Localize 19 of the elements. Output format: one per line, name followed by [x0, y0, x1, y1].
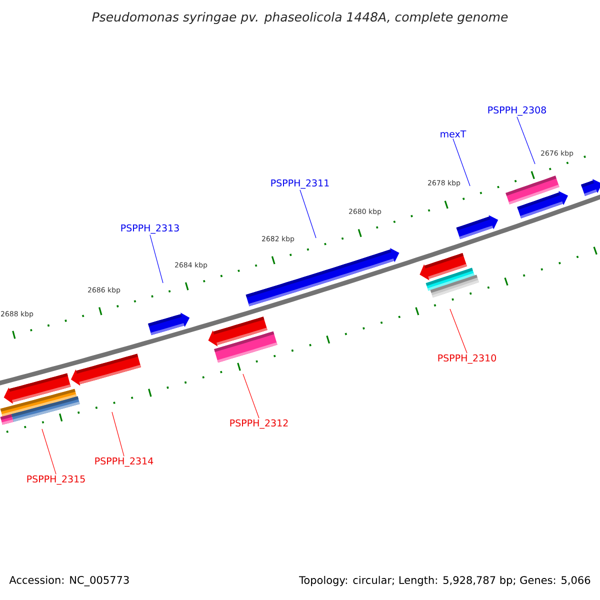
- footer-text: Topology: circular; Length: 5,928,787 bp; Genes: 5,066: [299, 576, 590, 586]
- leader-line: [150, 234, 164, 284]
- gene-label: PSPPH_2313: [121, 224, 179, 234]
- gene-label: PSPPH_2311: [271, 179, 329, 189]
- leader-line: [516, 116, 536, 164]
- gene-label: mexT: [440, 130, 466, 138]
- gene-label: PSPPH_2315: [27, 475, 85, 485]
- leader-line: [300, 190, 316, 238]
- leader-line: [112, 412, 124, 456]
- gene-label: PSPPH_2314: [95, 457, 154, 467]
- gene-label: PSPPH_2312: [230, 419, 288, 429]
- leader-line: [42, 428, 56, 474]
- footer-text: Accession: NC_005773: [9, 576, 129, 586]
- gene-label: PSPPH_2310: [438, 354, 496, 364]
- leader-line: [452, 138, 470, 186]
- leader-line: [242, 374, 260, 418]
- gene-label: PSPPH_2308: [488, 106, 546, 116]
- title: Pseudomonas syringae pv. phaseolicola 1448A, complete genome: [92, 12, 508, 24]
- leader-line: [450, 308, 468, 354]
